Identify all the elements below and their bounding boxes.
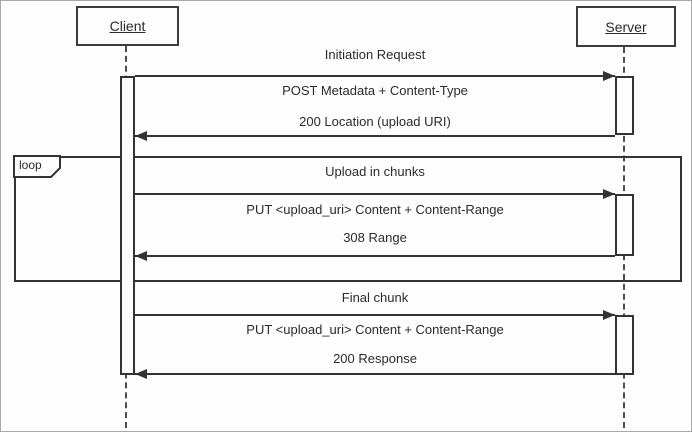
arrowhead-right-icon <box>603 71 615 81</box>
server-activation-bar-loop <box>615 194 634 256</box>
message-line-200-response <box>135 373 615 375</box>
section-title-final-chunk: Final chunk <box>341 290 409 305</box>
loop-operator-pentagon <box>13 155 61 178</box>
message-line-put-chunk <box>135 193 615 195</box>
message-label-308-range: 308 Range <box>343 230 407 245</box>
message-line-200-location <box>135 135 615 137</box>
message-label-200-response: 200 Response <box>333 351 417 366</box>
message-label-put-final: PUT <upload_uri> Content + Content-Range <box>246 322 504 337</box>
participant-server: Server <box>576 6 676 47</box>
participant-client: Client <box>76 6 179 46</box>
client-activation-bar <box>120 76 135 375</box>
section-title-upload-chunks: Upload in chunks <box>325 164 425 179</box>
loop-fragment-frame <box>14 156 682 282</box>
participant-server-label: Server <box>605 18 647 35</box>
participant-client-label: Client <box>109 18 146 34</box>
message-label-post-metadata: POST Metadata + Content-Type <box>282 83 468 98</box>
message-line-put-final <box>135 314 615 316</box>
arrowhead-left-icon <box>135 251 147 261</box>
message-line-308-range <box>135 255 615 257</box>
arrowhead-left-icon <box>135 131 147 141</box>
message-line-post-metadata <box>135 75 615 77</box>
arrowhead-right-icon <box>603 310 615 320</box>
message-label-put-chunk: PUT <upload_uri> Content + Content-Range <box>246 202 504 217</box>
loop-operator-label: loop <box>19 158 42 172</box>
server-activation-bar-initiation <box>615 76 634 135</box>
section-title-initiation: Initiation Request <box>324 47 426 62</box>
message-label-200-location: 200 Location (upload URI) <box>299 114 451 129</box>
server-activation-bar-final <box>615 315 634 375</box>
arrowhead-left-icon <box>135 369 147 379</box>
arrowhead-right-icon <box>603 189 615 199</box>
